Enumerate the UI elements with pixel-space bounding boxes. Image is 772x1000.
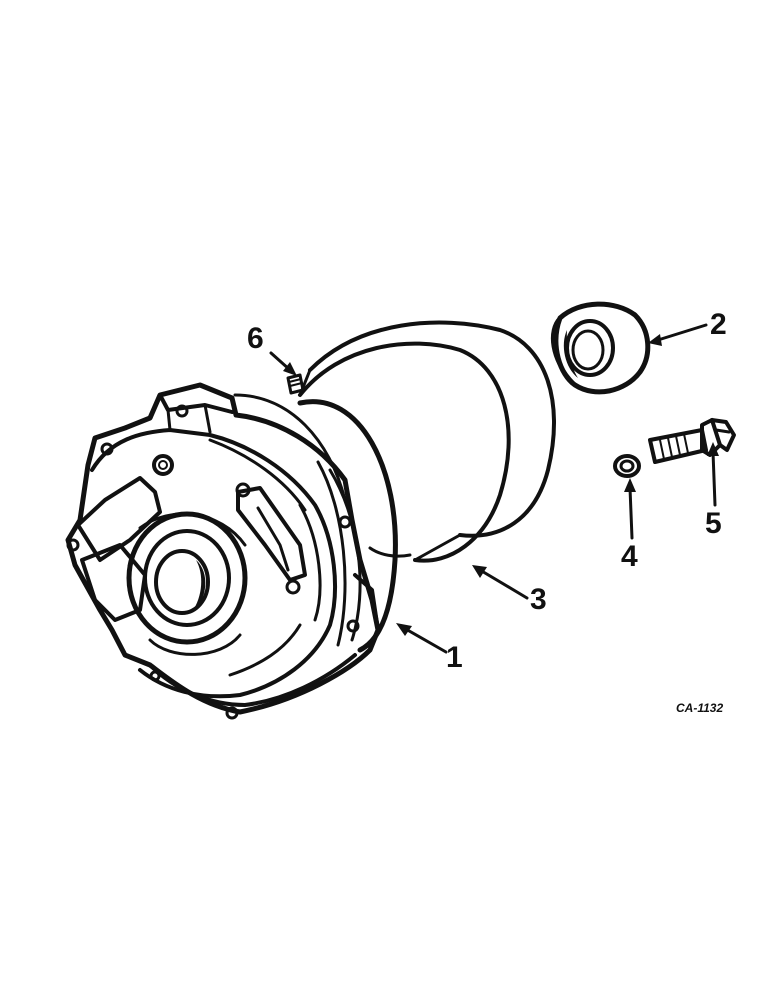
callout-6: 6 — [247, 322, 264, 355]
bolt-part — [648, 418, 736, 464]
callout-4: 4 — [621, 540, 638, 573]
washer-part — [613, 454, 641, 478]
leader-arrows — [269, 323, 719, 654]
bearing-part — [550, 301, 651, 395]
housing-part — [65, 382, 398, 720]
callout-1: 1 — [446, 641, 463, 674]
drawing-code: CA-1132 — [676, 701, 723, 715]
callout-5: 5 — [705, 507, 722, 540]
plug-part — [286, 373, 305, 395]
callout-2: 2 — [710, 308, 727, 341]
o-ring-part — [298, 320, 556, 563]
callout-3: 3 — [530, 583, 547, 616]
